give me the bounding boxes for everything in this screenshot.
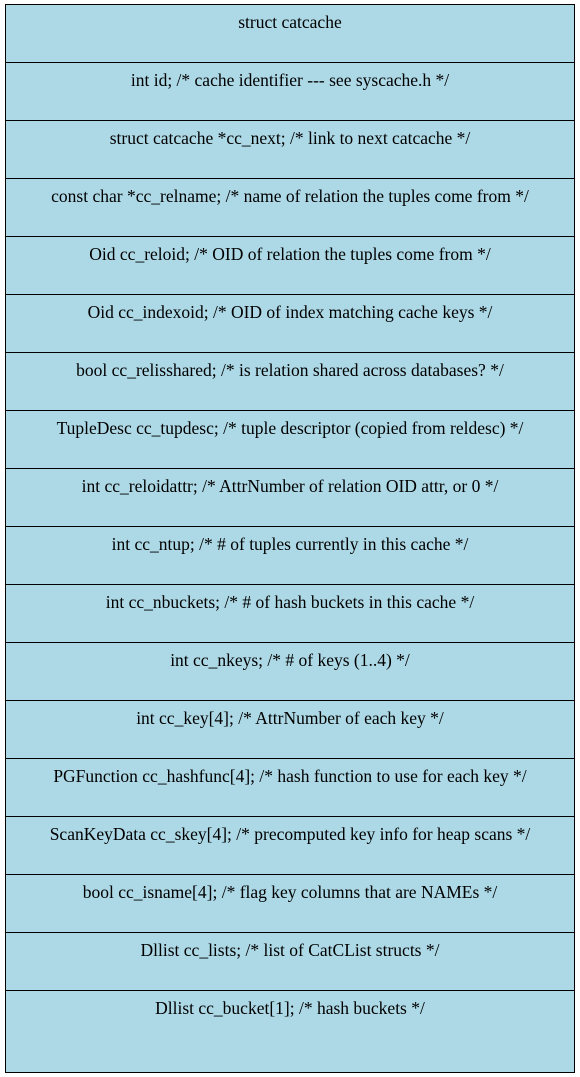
field-cc-next: struct catcache *cc_next; /* link to nex… [6, 121, 574, 179]
field-cc-bucket: Dllist cc_bucket[1]; /* hash buckets */ [155, 998, 425, 1018]
field-cc-hashfunc: PGFunction cc_hashfunc[4]; /* hash funct… [6, 759, 574, 817]
field-cc-indexoid: Oid cc_indexoid; /* OID of index matchin… [6, 295, 574, 353]
field-cc-reloid: Oid cc_reloid; /* OID of relation the tu… [6, 237, 574, 295]
record-header: struct catcache [6, 5, 574, 63]
field-cc-nbuckets: int cc_nbuckets; /* # of hash buckets in… [6, 585, 574, 643]
field-cc-skey: ScanKeyData cc_skey[4]; /* precomputed k… [6, 817, 574, 875]
field-cc-tupdesc: TupleDesc cc_tupdesc; /* tuple descripto… [6, 411, 574, 469]
field-id: int id; /* cache identifier --- see sysc… [6, 63, 574, 121]
field-cc-isname: bool cc_isname[4]; /* flag key columns t… [6, 875, 574, 933]
field-cc-lists: Dllist cc_lists; /* list of CatCList str… [6, 933, 574, 991]
field-cc-ntup: int cc_ntup; /* # of tuples currently in… [6, 527, 574, 585]
field-cc-relname: const char *cc_relname; /* name of relat… [6, 179, 574, 237]
field-cc-relisshared: bool cc_relisshared; /* is relation shar… [6, 353, 574, 411]
field-cc-nkeys: int cc_nkeys; /* # of keys (1..4) */ [6, 643, 574, 701]
field-cc-key: int cc_key[4]; /* AttrNumber of each key… [6, 701, 574, 759]
field-cc-reloidattr: int cc_reloidattr; /* AttrNumber of rela… [6, 469, 574, 527]
struct-catcache-record: struct catcache int id; /* cache identif… [5, 4, 575, 1073]
